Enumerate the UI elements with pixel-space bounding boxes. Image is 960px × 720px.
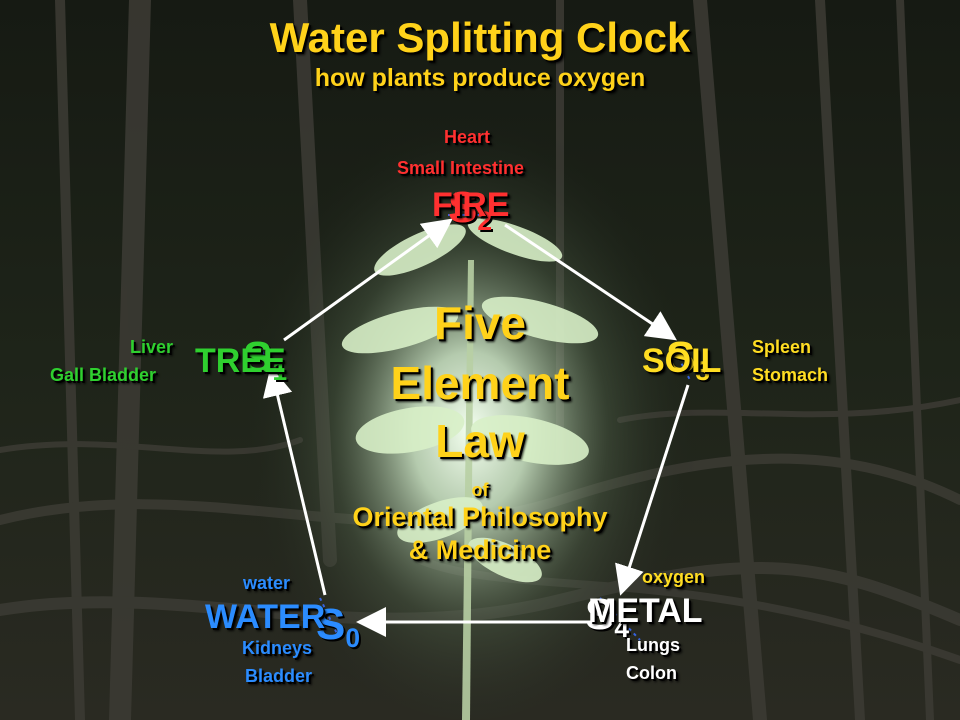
center-medicine: & Medicine <box>408 535 552 565</box>
tree-element-label: TREE <box>195 342 286 380</box>
water-note-water: water <box>243 573 291 593</box>
metal-organ-colon: Colon <box>626 663 677 683</box>
fire-element-label: FIRE <box>432 186 510 224</box>
fire-organ-small-intestine: Small Intestine <box>397 158 525 178</box>
center-law: Law <box>435 415 525 467</box>
center-element: Element <box>390 357 570 409</box>
fire-state-symbol: S2 <box>448 183 493 236</box>
water-element-label: WATER <box>205 598 326 636</box>
soil-organ-spleen: Spleen <box>752 337 812 357</box>
water-organ-kidneys: Kidneys <box>242 638 313 658</box>
arrow-water-to-tree <box>262 366 327 596</box>
arrow-tree-to-fire <box>283 218 453 342</box>
water-organ-bladder: Bladder <box>245 666 313 686</box>
center-five: Five <box>433 297 527 349</box>
tree-state-symbol: S1 <box>243 333 288 386</box>
soil-element-label: SOIL <box>642 342 722 380</box>
metal-organ-lungs: Lungs <box>626 635 680 655</box>
tree-organ-liver: Liver <box>130 337 174 357</box>
metal-note-oxygen: oxygen <box>642 567 706 587</box>
tree-organ-gall-bladder: Gall Bladder <box>50 365 157 385</box>
center-oriental-philosophy: Oriental Philosophy <box>352 502 608 532</box>
soil-organ-stomach: Stomach <box>752 365 829 385</box>
page-subtitle: how plants produce oxygen <box>314 64 646 92</box>
soil-state-symbol: S3 <box>666 333 711 386</box>
center-of: of <box>471 480 489 500</box>
metal-state-symbol: S4 <box>585 590 630 643</box>
arrow-soil-to-metal <box>615 384 690 596</box>
page-title: Water Splitting Clock <box>269 14 691 61</box>
metal-element-label: METAL <box>588 592 703 630</box>
arrow-fire-to-soil <box>504 223 677 341</box>
water-state-symbol: S0 <box>316 600 361 653</box>
fire-organ-heart: Heart <box>444 127 491 147</box>
